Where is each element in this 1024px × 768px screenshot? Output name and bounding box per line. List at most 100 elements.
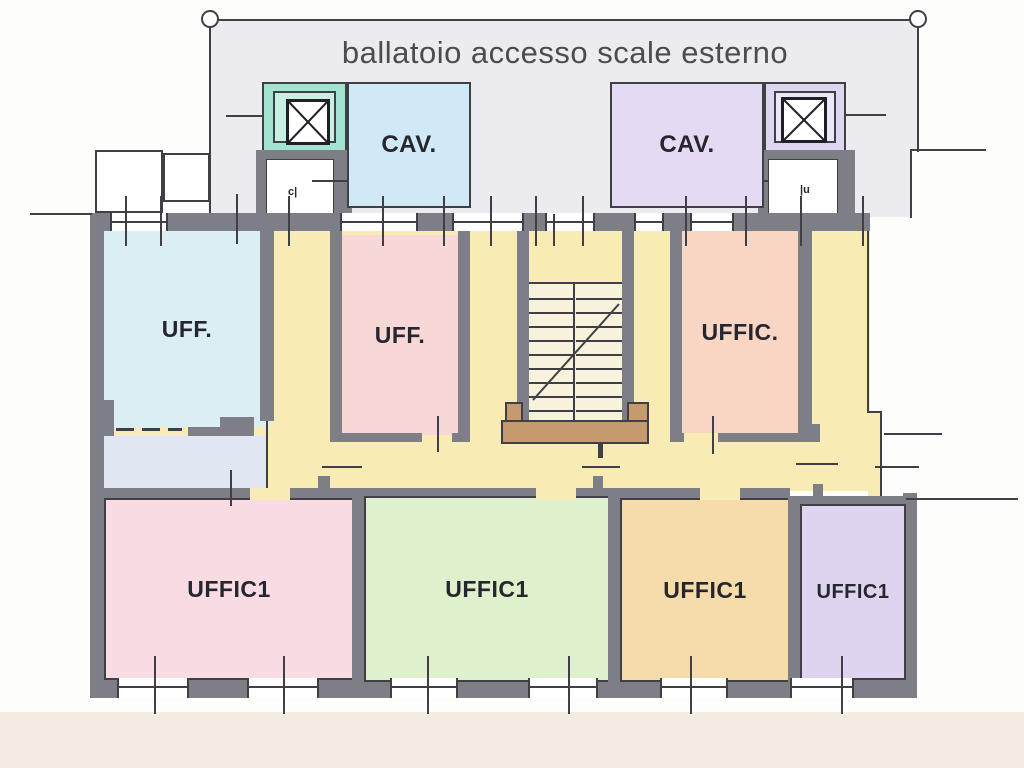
dim-tick [427,656,429,714]
dim-tick [862,196,864,246]
room-cav-left: CAV. [347,82,471,208]
corridor-edge [867,231,869,413]
wall-corner [798,424,820,442]
window [690,213,734,231]
room-label: UFFIC1 [445,575,529,602]
anteroom [104,436,268,488]
wall [718,433,798,442]
dim-tick [160,196,162,246]
wall [188,427,222,436]
walkway-top-line [209,19,921,21]
dim-tick [712,416,714,454]
purple-top-wall [788,496,917,506]
door-opening [700,488,740,500]
door-swing-line [582,466,620,468]
room-label: UFF. [161,315,213,342]
dim-tick [230,470,232,506]
room-label: UFF. [374,321,426,348]
door-opening [250,488,290,500]
wall [608,496,622,682]
window [117,678,189,698]
landing-stub [598,444,603,458]
window-pane-line [112,220,166,223]
wall [798,213,812,442]
dim-tick [283,656,285,714]
room-label: UFFIC1 [187,575,271,602]
stair-direction-line [532,303,620,401]
door-swing-line [796,463,838,465]
dim-line [30,213,92,215]
corridor-edge [880,413,882,505]
room-label: UFFIC. [701,318,779,345]
dim-tick [690,656,692,714]
dim-line [312,180,370,182]
room-ufficio-bottom-left: UFFIC1 [104,498,354,680]
window-pane-line [636,220,662,223]
dim-tick [382,196,384,246]
stair-landing-block [627,402,649,422]
window-pane-line [692,220,732,223]
wall-stub [813,484,823,498]
room-label: UFFIC1 [816,580,890,603]
dim-tick [125,196,127,246]
walkway-right-line [917,19,919,152]
dim-tick [745,196,747,246]
stair-landing [501,420,649,444]
wall-stub [593,476,603,490]
wall-pilaster [104,400,114,444]
wall [260,213,274,421]
stair-wall [622,231,634,442]
dashed-opening [142,428,160,431]
wall [352,498,366,680]
wall-stub [318,476,330,490]
dim-line [906,498,1018,500]
outer-wall-left [90,213,104,696]
outer-wall-right [903,493,917,680]
wall [670,231,682,442]
room-uff-mid: UFF. [342,235,458,435]
wall [458,231,470,442]
walkway-step-line [910,150,912,218]
window-pane-line [662,686,726,689]
dim-line [884,433,942,435]
window-pane-line [547,220,593,223]
wall [788,498,802,682]
window-pane-line [454,220,522,223]
window [660,678,728,698]
corridor-step [868,411,882,505]
dim-tick [154,656,156,714]
window [452,213,524,231]
room-label: CAV. [659,131,715,158]
window [528,678,598,698]
elevator-x-icon [781,97,827,143]
dim-tick [568,656,570,714]
window-pane-line [792,686,852,689]
room-ufficio-bottom-far-right: UFFIC1 [800,504,906,680]
balcony-box-inner [163,153,210,202]
walkway-label: ballatoio accesso scale esterno [341,35,789,70]
walkway-post-right [909,10,927,28]
room-ufficio-bottom-center: UFFIC1 [364,496,610,682]
dim-line [910,149,986,151]
window [390,678,458,698]
window-pane-line [530,686,596,689]
room-ufficio-bottom-right: UFFIC1 [620,498,790,682]
corridor-edge [868,411,882,413]
window [790,678,854,698]
dim-line [226,115,262,117]
room-label: UFFIC1 [663,576,747,603]
dim-tick [582,196,584,246]
dim-line [846,114,886,116]
window [634,213,664,231]
stair-landing-block [505,402,523,422]
window [110,213,168,231]
dim-tick [535,196,537,246]
dashed-opening [168,428,182,431]
dim-tick [437,416,439,452]
door-mark-left: c| [288,186,298,198]
window [340,213,418,231]
door-mark-right: |u [800,184,810,196]
dashed-opening [116,428,134,431]
door-swing-line [322,466,362,468]
window-pane-line [119,686,187,689]
